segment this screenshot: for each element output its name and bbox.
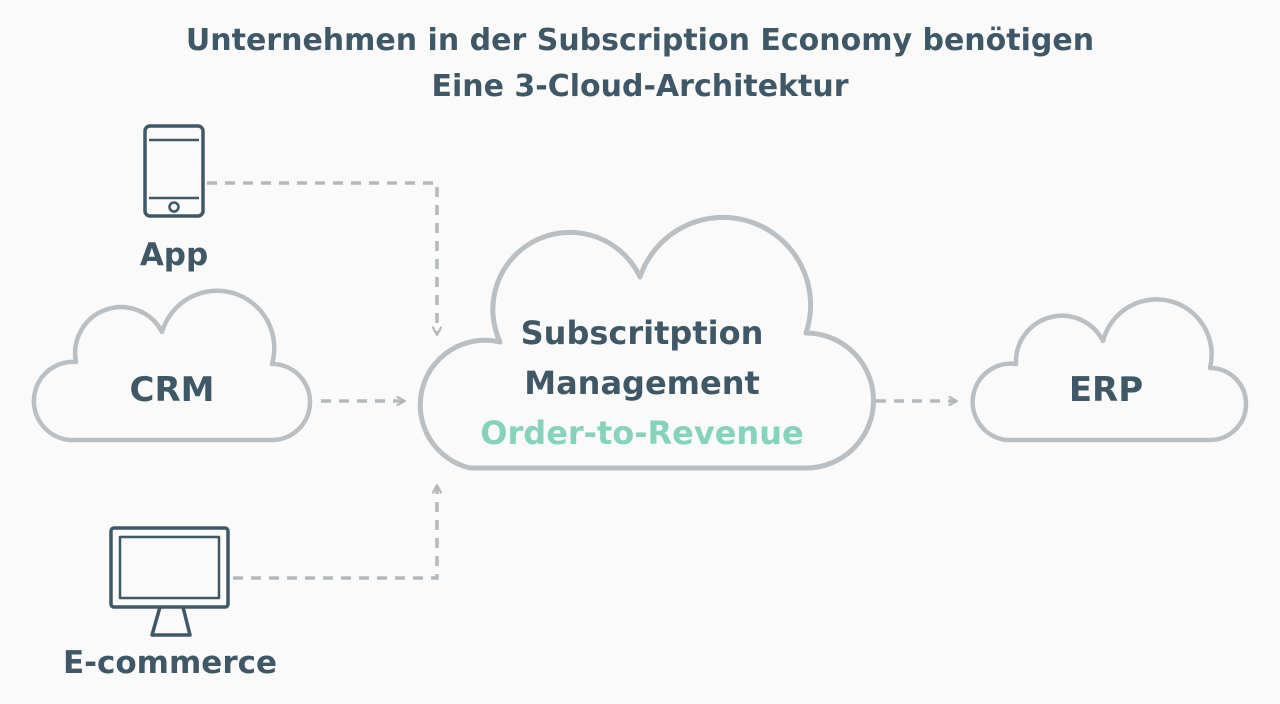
app-to-subscription-arrow (207, 181, 437, 334)
app-label: App (140, 237, 208, 273)
title-line-1: Unternehmen in der Subscription Economy … (185, 23, 1095, 58)
diagram-title: Unternehmen in der Subscription Economy … (0, 18, 1280, 110)
erp-label: ERP (1069, 370, 1143, 410)
crm-cloud-icon (31, 288, 313, 443)
center-line-3: Order-to-Revenue (480, 414, 803, 452)
crm-label: CRM (130, 370, 215, 410)
smartphone-icon (143, 124, 205, 218)
subscription-cloud-icon (417, 214, 876, 471)
title-line-2: Eine 3-Cloud-Architektur (431, 69, 849, 104)
center-line-2: Management (524, 364, 760, 402)
ecommerce-label: E-commerce (63, 645, 277, 681)
center-line-1: Subscritption (521, 314, 764, 352)
ecommerce-to-subscription-arrow (233, 486, 437, 580)
monitor-icon (109, 526, 230, 637)
erp-cloud-icon (970, 297, 1249, 443)
